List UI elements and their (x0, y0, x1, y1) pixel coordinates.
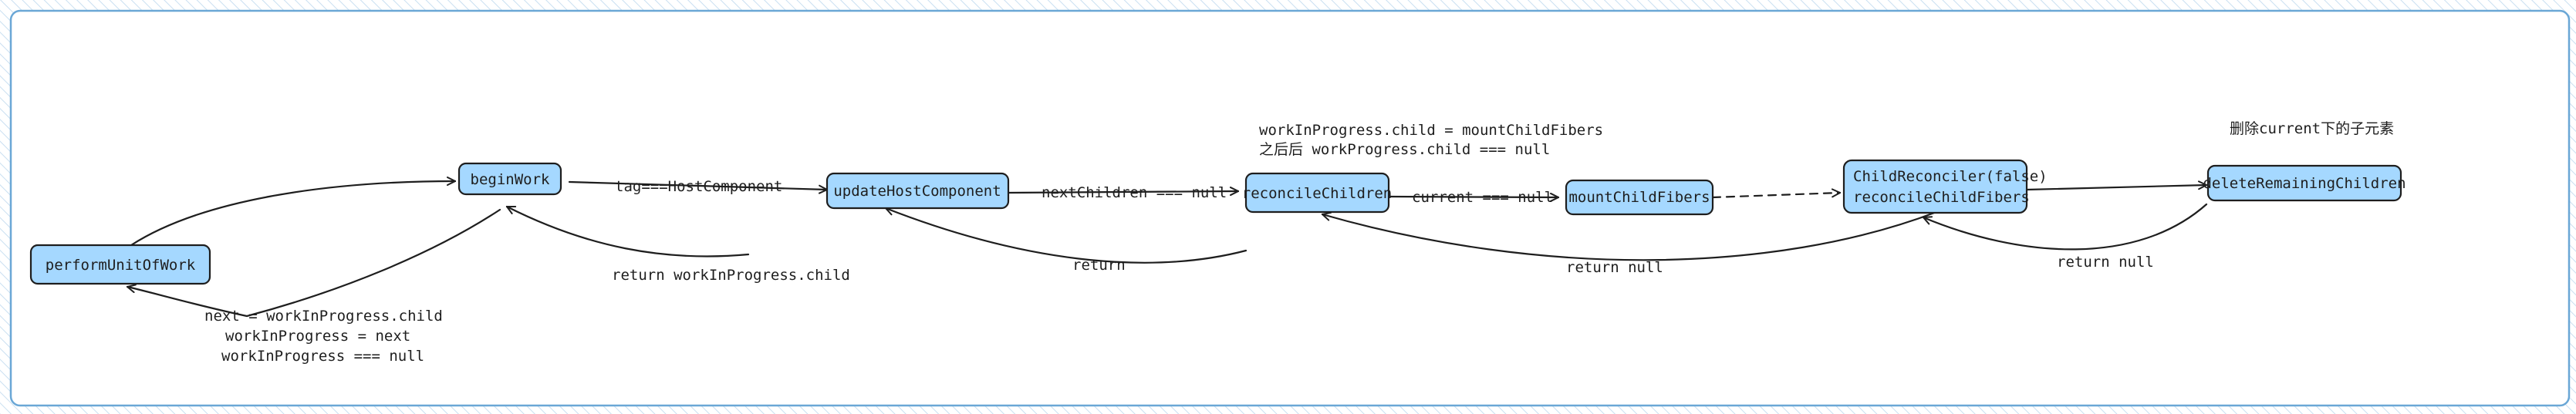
edge-begin-return-next (127, 208, 501, 318)
note-reconcile: workInProgress.child = mountChildFibers … (1259, 122, 1603, 158)
edge-reconciler-to-delete (2025, 185, 2206, 191)
edge-label-return-null: return null (1566, 259, 1663, 276)
edge-label-current-null: current === null (1412, 189, 1553, 206)
edge-label-return-wip-child: return workInProgress.child (612, 267, 850, 284)
node-mount-child-fibers: mountChildFibers (1565, 179, 1714, 216)
note-line: 之后后 workProgress.child === null (1259, 141, 1550, 158)
node-label: updateHostComponent (833, 183, 1001, 200)
node-label: performUnitOfWork (46, 257, 196, 274)
edge-label-return-null: return null (2057, 254, 2154, 271)
node-label: reconcileChildren (1242, 185, 1392, 202)
note-line: next = workInProgress.child (204, 308, 443, 325)
edge-label-tag-host: tag===HostComponent (615, 178, 782, 195)
edge-begin-to-update (568, 180, 827, 190)
edge-reconciler-return-reconcile (1322, 210, 1938, 261)
edge-label-return: return (1072, 257, 1126, 274)
node-reconcile-children: reconcileChildren (1242, 172, 1392, 214)
node-label: deleteRemainingChildren (2203, 175, 2406, 192)
note-next-assignment: next = workInProgress.child workInProgre… (204, 308, 443, 365)
node-label: mountChildFibers (1568, 189, 1710, 206)
note-delete-current: 删除current下的子元素 (2230, 120, 2394, 137)
edge-reconcile-return-update (886, 208, 1247, 264)
edge-mount-to-reconciler (1711, 193, 1840, 199)
node-label: beginWork (471, 171, 551, 188)
note-line: workInProgress.child = mountChildFibers (1259, 122, 1603, 139)
note-line: workInProgress === null (221, 348, 424, 365)
edges (127, 180, 2208, 318)
edge-update-to-reconcile (1007, 191, 1240, 193)
node-child-reconciler: ChildReconciler(false) reconcileChildFib… (1842, 159, 2048, 214)
edge-delete-return-reconciler (1923, 203, 2208, 251)
node-begin-work: beginWork (457, 162, 562, 196)
node-perform-unit-of-work: performUnitOfWork (29, 244, 211, 285)
edge-label-next-children-null: nextChildren === null (1042, 184, 1227, 201)
edge-perform-to-begin (130, 181, 457, 247)
node-update-host-component: updateHostComponent (825, 172, 1010, 210)
watermark: 掘金技术社区 @ 奉奉大大 (2342, 378, 2557, 399)
edge-update-return-begin (507, 205, 750, 257)
note-line: workInProgress = next (225, 328, 410, 345)
node-label-line2: reconcileChildFibers (1853, 189, 2030, 206)
node-label-line1: ChildReconciler(false) (1853, 168, 2048, 185)
node-delete-remaining-children: deleteRemainingChildren (2203, 164, 2406, 202)
